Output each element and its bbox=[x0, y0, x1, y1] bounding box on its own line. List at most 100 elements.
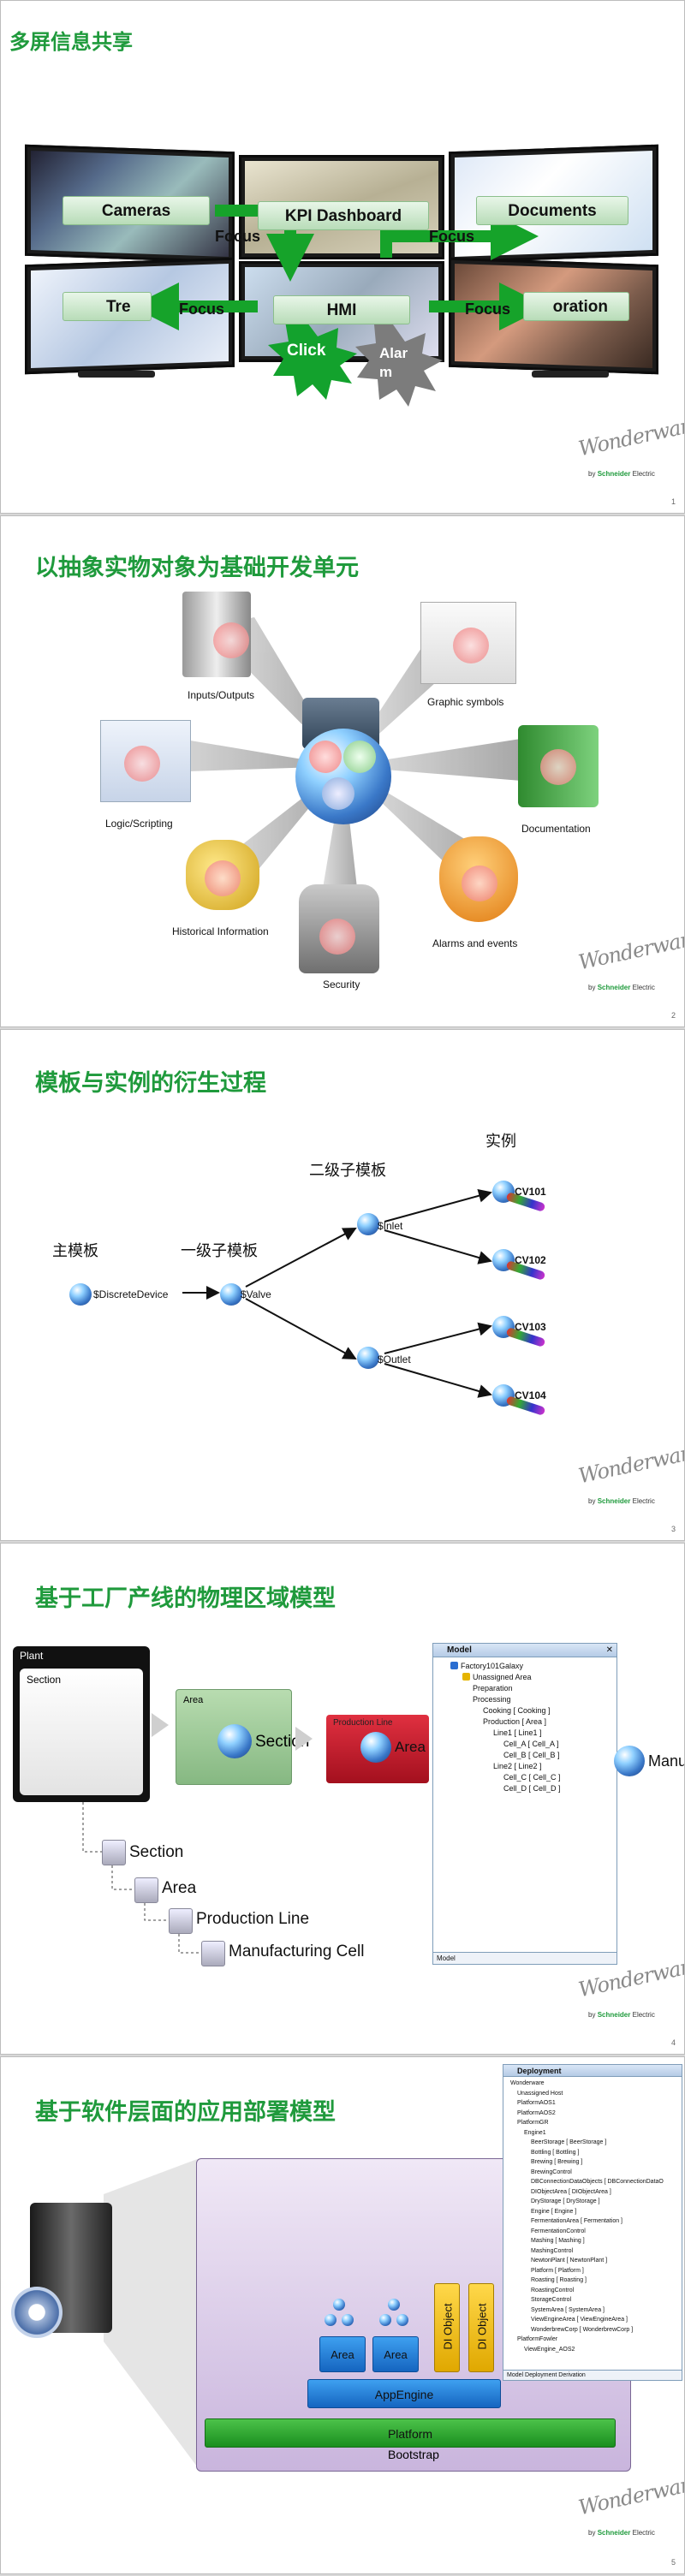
logic-scripting-label: Logic/Scripting bbox=[105, 818, 173, 830]
tree-item[interactable]: FermentationControl bbox=[531, 2228, 586, 2234]
tree-item[interactable]: BeerStorage [ BeerStorage ] bbox=[531, 2139, 607, 2145]
tree-item[interactable]: Unassigned Area bbox=[438, 1672, 611, 1683]
area-block-2-label: Area bbox=[384, 2348, 408, 2361]
tree-item[interactable]: Cooking [ Cooking ] bbox=[483, 1706, 551, 1715]
focus-arrows bbox=[131, 205, 547, 407]
hierarchy-production-line: Production Line bbox=[196, 1910, 310, 1928]
tree-item[interactable]: MashingControl bbox=[531, 2247, 574, 2254]
tree-item[interactable]: RoastingControl bbox=[531, 2287, 575, 2293]
tree-item[interactable]: Wonderware bbox=[510, 2080, 545, 2086]
wonderware-logo: Wonderware by Schneider Electric bbox=[576, 2470, 685, 2537]
tree-item[interactable]: PlatformGR bbox=[517, 2120, 549, 2126]
alarms-events-label: Alarms and events bbox=[432, 937, 518, 949]
slide-2: 以抽象实物对象为基础开发单元 Inputs/Outputs Graphic sy… bbox=[0, 515, 685, 1027]
tree-item[interactable]: Cell_A [ Cell_A ] bbox=[503, 1740, 559, 1748]
tab-model[interactable]: Model bbox=[433, 1952, 616, 1964]
di-object-block-1[interactable]: DI Object bbox=[434, 2283, 460, 2372]
tree-item[interactable]: PlatformAOS1 bbox=[517, 2100, 556, 2106]
di-object-block-2[interactable]: DI Object bbox=[468, 2283, 494, 2372]
tree-item[interactable]: BrewingControl bbox=[531, 2168, 572, 2175]
tree-item[interactable]: DryStorage [ DryStorage ] bbox=[531, 2198, 600, 2204]
tree-item[interactable]: Line1 [ Line1 ] bbox=[493, 1728, 542, 1737]
page-number: 1 bbox=[670, 497, 676, 506]
page-number: 3 bbox=[670, 1525, 676, 1533]
deployment-panel-tabs[interactable]: Model Deployment Derivation bbox=[503, 2370, 682, 2380]
appengine-bar[interactable]: AppEngine bbox=[307, 2379, 501, 2408]
tree-item[interactable]: DBConnectionDataObjects [ DBConnectionDa… bbox=[531, 2179, 664, 2185]
arrow-to-area bbox=[152, 1713, 169, 1737]
slide-5: 基于软件层面的应用部署模型 Bootstrap Platform AppEngi… bbox=[0, 2056, 685, 2574]
cv104-instance: CV104 bbox=[515, 1389, 546, 1401]
alarm-label-2: m bbox=[379, 364, 393, 380]
tree-item[interactable]: DIObjectArea [ DIObjectArea ] bbox=[531, 2188, 611, 2195]
plant-section-label: Section bbox=[27, 1674, 62, 1686]
tree-item[interactable]: PlatformAOS2 bbox=[517, 2109, 556, 2116]
alarm-burst bbox=[355, 324, 443, 407]
page-number: 4 bbox=[670, 2038, 676, 2047]
area-box: Area Section bbox=[176, 1689, 309, 1785]
inlet-icon bbox=[357, 1213, 379, 1235]
tree-item[interactable]: SystemArea [ SystemArea ] bbox=[531, 2306, 605, 2313]
tree-item[interactable]: Cell_C [ Cell_C ] bbox=[503, 1773, 561, 1782]
tree-item[interactable]: Preparation bbox=[473, 1684, 513, 1693]
tree-item[interactable]: StorageControl bbox=[531, 2297, 572, 2303]
area-objects-icon bbox=[319, 2299, 422, 2333]
platform-bar[interactable]: Platform bbox=[205, 2418, 616, 2448]
slide-title: 基于工厂产线的物理区域模型 bbox=[35, 1585, 336, 1612]
close-icon[interactable]: ✕ bbox=[605, 1645, 613, 1655]
tree-item[interactable]: WonderbrewCorp [ WonderbrewCorp ] bbox=[531, 2326, 634, 2333]
historical-information-label: Historical Information bbox=[172, 925, 269, 937]
manufacturing-cell-icon bbox=[201, 1941, 225, 1966]
tree-item[interactable]: PlatformFowler bbox=[517, 2336, 558, 2342]
discrete-device-icon bbox=[69, 1283, 92, 1306]
tree-item[interactable]: Factory101Galaxy bbox=[438, 1661, 611, 1672]
production-line-box-label: Production Line bbox=[333, 1718, 393, 1728]
plant-box: Plant Section bbox=[13, 1646, 150, 1802]
derivation-arrows bbox=[182, 1188, 492, 1398]
tree-item[interactable]: Engine1 bbox=[524, 2129, 546, 2136]
focus-label-4: Focus bbox=[465, 300, 511, 318]
tree-item[interactable]: ViewEngine_AOS2 bbox=[524, 2346, 575, 2353]
slide-title: 以抽象实物对象为基础开发单元 bbox=[35, 555, 359, 581]
tree-item[interactable]: ViewEngineArea [ ViewEngineArea ] bbox=[531, 2317, 628, 2323]
tree-item[interactable]: Line2 [ Line2 ] bbox=[493, 1762, 542, 1770]
tree-item[interactable]: Bottling [ Bottling ] bbox=[531, 2149, 580, 2156]
model-panel[interactable]: Model ✕ Factory101Galaxy Unassigned Area… bbox=[432, 1643, 617, 1965]
model-panel-title: Model bbox=[447, 1645, 472, 1655]
manu-globe-icon bbox=[614, 1746, 645, 1776]
tree-item[interactable]: Mashing [ Mashing ] bbox=[531, 2238, 585, 2244]
hmi-box[interactable]: HMI bbox=[273, 295, 410, 324]
tree-item[interactable]: Cell_B [ Cell_B ] bbox=[503, 1751, 560, 1759]
area-globe-icon bbox=[217, 1724, 252, 1758]
tree-item[interactable]: Unassigned Host bbox=[517, 2090, 563, 2097]
documents-box[interactable]: Documents bbox=[476, 196, 628, 225]
slide-3: 模板与实例的衍生过程 主模板 一级子模板 二级子模板 实例 $DiscreteD… bbox=[0, 1029, 685, 1541]
tree-item[interactable]: Platform [ Platform ] bbox=[531, 2267, 584, 2274]
deployment-panel[interactable]: Deployment Wonderware Unassigned Host Pl… bbox=[503, 2064, 682, 2381]
area-block-2[interactable]: Area bbox=[372, 2336, 419, 2372]
focus-label-2: Focus bbox=[429, 228, 475, 245]
trends-box[interactable]: Tre bbox=[63, 292, 152, 321]
tree-item[interactable]: NewtonPlant [ NewtonPlant ] bbox=[531, 2258, 608, 2264]
tree-item[interactable]: Engine [ Engine ] bbox=[531, 2208, 577, 2215]
wonderware-logo: Wonderware by Schneider Electric bbox=[576, 1438, 685, 1505]
hierarchy-area: Area bbox=[162, 1879, 197, 1897]
area-icon bbox=[134, 1877, 158, 1903]
documentation-label: Documentation bbox=[521, 823, 591, 835]
tree-item[interactable]: Roasting [ Roasting ] bbox=[531, 2277, 587, 2283]
gear-icon bbox=[11, 2287, 63, 2338]
collaboration-box[interactable]: oration bbox=[523, 292, 629, 321]
production-line-box-area: Area bbox=[395, 1739, 426, 1755]
cameras-box[interactable]: Cameras bbox=[63, 196, 210, 225]
tree-item[interactable]: Brewing [ Brewing ] bbox=[531, 2159, 583, 2165]
area-block-1[interactable]: Area bbox=[319, 2336, 366, 2372]
level2-template-header: 二级子模板 bbox=[309, 1162, 386, 1179]
outlet-node: $Outlet bbox=[378, 1353, 411, 1365]
object-globe-icon bbox=[295, 729, 391, 824]
bootstrap-label: Bootstrap bbox=[388, 2448, 439, 2461]
tree-item[interactable]: Cell_D [ Cell_D ] bbox=[503, 1784, 561, 1793]
tree-item[interactable]: Production [ Area ] bbox=[483, 1717, 547, 1726]
kpi-dashboard-box[interactable]: KPI Dashboard bbox=[258, 201, 429, 230]
tree-item[interactable]: FermentationArea [ Fermentation ] bbox=[531, 2218, 622, 2224]
tree-item[interactable]: Processing bbox=[473, 1695, 511, 1704]
